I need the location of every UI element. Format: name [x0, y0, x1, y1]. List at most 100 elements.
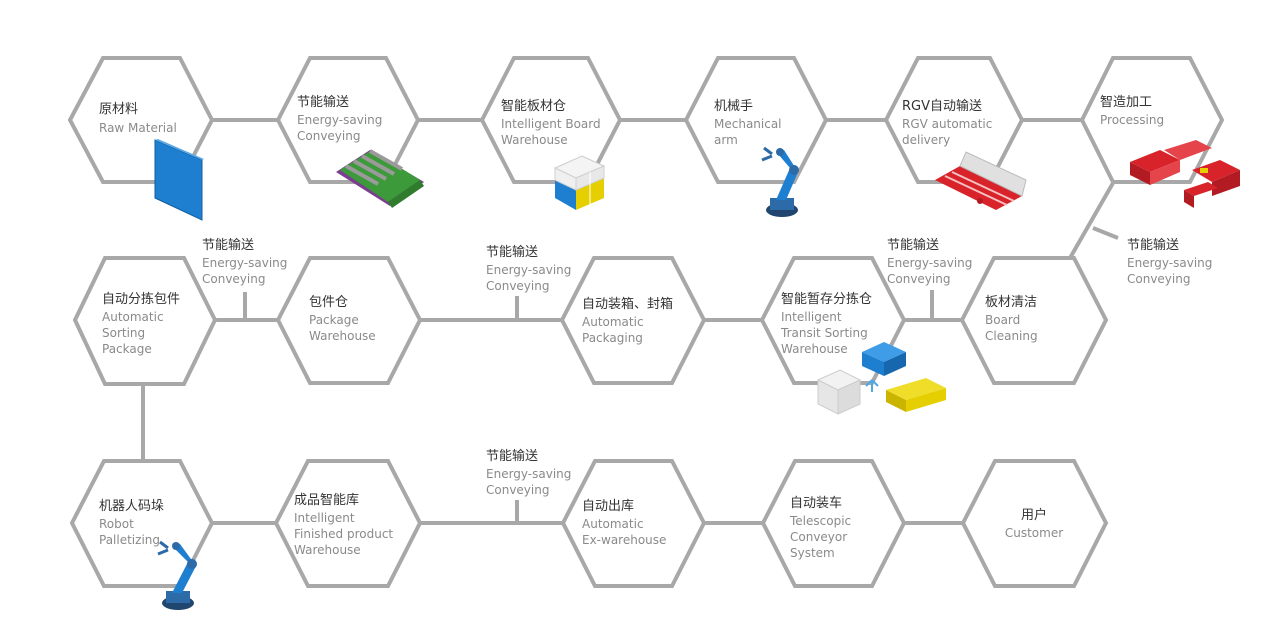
node-subtitle: Conveyor — [790, 530, 847, 544]
node-title: 机械手 — [714, 99, 753, 114]
node-title: 自动出库 — [582, 498, 634, 514]
connector-label-subtitle: Energy-saving — [887, 256, 972, 270]
node-telescopic: 自动装车 Telescopic Conveyor System — [789, 495, 851, 560]
node-subtitle: RGV automatic — [902, 117, 992, 131]
hex-package-warehouse — [275, 256, 423, 385]
node-subtitle: Ex-warehouse — [582, 533, 666, 547]
node-subtitle: Intelligent — [294, 511, 355, 525]
node-palletizing: 机器人码垛 Robot Palletizing — [99, 499, 164, 547]
connector-label-subtitle: Energy-saving — [202, 256, 287, 270]
node-rgv: RGV自动输送 RGV automatic delivery — [902, 98, 992, 147]
connector-label-subtitle: Energy-saving — [1127, 256, 1212, 270]
node-subtitle: Mechanical — [714, 117, 782, 131]
node-subtitle: Automatic — [102, 310, 164, 324]
node-subtitle: Packaging — [582, 331, 643, 345]
node-title: 智造加工 — [1100, 95, 1152, 110]
connector-label-1: 节能输送 Energy-saving Conveying — [202, 237, 287, 286]
node-title: 智能暂存分拣仓 — [781, 292, 872, 307]
node-subtitle: Cleaning — [985, 329, 1038, 343]
node-sorting-package: 自动分拣包件 Automatic Sorting Package — [102, 292, 180, 356]
node-title: 自动装车 — [790, 495, 842, 511]
connector-label-title: 节能输送 — [887, 237, 939, 253]
hex-conveying-1 — [275, 56, 421, 184]
node-subtitle: Intelligent — [781, 310, 842, 324]
connector-label-4: 节能输送 Energy-saving Conveying — [1127, 237, 1212, 286]
hex-ex-warehouse — [560, 459, 707, 588]
palletizing-robot-icon — [157, 540, 197, 610]
node-subtitle: Warehouse — [501, 133, 568, 147]
roller-conveyor-icon — [336, 149, 424, 208]
hexagons — [67, 56, 1225, 588]
node-title: 用户 — [1021, 507, 1047, 523]
connector-label-3: 节能输送 Energy-saving Conveying — [887, 237, 972, 286]
node-title: 智能板材仓 — [501, 99, 566, 114]
node-subtitle: delivery — [902, 133, 950, 147]
connector-label-title: 节能输送 — [1127, 237, 1179, 253]
hex-rgv — [883, 56, 1025, 184]
node-raw-material: 原材料 Raw Material — [99, 102, 177, 135]
node-title: 成品智能库 — [294, 492, 359, 508]
hex-finished-warehouse — [273, 459, 423, 588]
connector-label-subtitle: Conveying — [486, 279, 549, 293]
connector-label-title: 节能输送 — [202, 237, 254, 253]
node-title: 节能输送 — [297, 94, 349, 110]
connector-label-subtitle: Conveying — [202, 272, 265, 286]
connector-label-subtitle: Conveying — [887, 272, 950, 286]
node-customer: 用户 Customer — [1005, 507, 1063, 540]
node-title: 机器人码垛 — [99, 499, 164, 514]
node-subtitle: Warehouse — [309, 329, 376, 343]
connector-label-subtitle: Energy-saving — [486, 467, 571, 481]
node-subtitle: Automatic — [582, 517, 644, 531]
node-title: 原材料 — [99, 102, 138, 117]
node-title: 自动装箱、封箱 — [582, 296, 673, 312]
node-subtitle: Sorting — [102, 326, 145, 340]
hex-board-cleaning — [959, 256, 1109, 385]
robot-arm-icon — [761, 146, 799, 217]
node-transit-sorting: 智能暂存分拣仓 Intelligent Transit Sorting Ware… — [780, 292, 872, 356]
node-ex-warehouse: 自动出库 Automatic Ex-warehouse — [582, 498, 666, 547]
hex-sorting-package — [72, 256, 218, 386]
hex-board-warehouse — [479, 56, 623, 184]
connector-6-tick — [1092, 226, 1119, 240]
hex-mechanical-arm — [683, 56, 829, 184]
connector-label-title: 节能输送 — [486, 244, 538, 260]
node-subtitle: Automatic — [582, 315, 644, 329]
rgv-delivery-icon — [935, 151, 1027, 210]
node-title: 包件仓 — [309, 295, 348, 310]
node-subtitle: Finished product — [294, 527, 393, 541]
node-subtitle: Transit Sorting — [780, 326, 868, 340]
node-subtitle: arm — [714, 133, 738, 147]
connector-label-5: 节能输送 Energy-saving Conveying — [486, 448, 571, 497]
connector-label-title: 节能输送 — [486, 448, 538, 464]
hex-packaging — [559, 256, 707, 385]
node-package-warehouse: 包件仓 Package Warehouse — [309, 295, 376, 343]
node-subtitle: Palletizing — [99, 533, 160, 547]
node-title: 板材清洁 — [985, 295, 1037, 310]
node-conveying-1: 节能输送 Energy-saving Conveying — [297, 94, 382, 143]
connector-6 — [1042, 182, 1115, 260]
node-subtitle: Telescopic — [789, 514, 851, 528]
hex-palletizing — [69, 459, 215, 588]
connector-label-subtitle: Conveying — [486, 483, 549, 497]
node-finished-warehouse: 成品智能库 Intelligent Finished product Wareh… — [294, 492, 393, 557]
node-subtitle: System — [790, 546, 835, 560]
raw-material-panel-icon — [154, 139, 204, 221]
node-mechanical-arm: 机械手 Mechanical arm — [714, 99, 782, 147]
connector-label-2: 节能输送 Energy-saving Conveying — [486, 244, 571, 293]
node-packaging: 自动装箱、封箱 Automatic Packaging — [582, 296, 673, 345]
node-processing: 智造加工 Processing — [1100, 95, 1164, 127]
node-subtitle: Energy-saving — [297, 113, 382, 127]
processing-machine-icon — [1130, 140, 1240, 208]
node-subtitle: Processing — [1100, 113, 1164, 127]
transit-sorting-icon — [816, 342, 946, 415]
node-title: RGV自动输送 — [902, 98, 982, 114]
node-subtitle: Raw Material — [99, 121, 177, 135]
node-subtitle: Package — [309, 313, 359, 327]
node-board-warehouse: 智能板材仓 Intelligent Board Warehouse — [501, 99, 601, 147]
board-warehouse-icon — [553, 155, 606, 210]
node-subtitle: Robot — [99, 517, 134, 531]
node-subtitle: Warehouse — [781, 342, 848, 356]
hex-telescopic — [760, 459, 907, 588]
node-subtitle: Customer — [1005, 526, 1063, 540]
